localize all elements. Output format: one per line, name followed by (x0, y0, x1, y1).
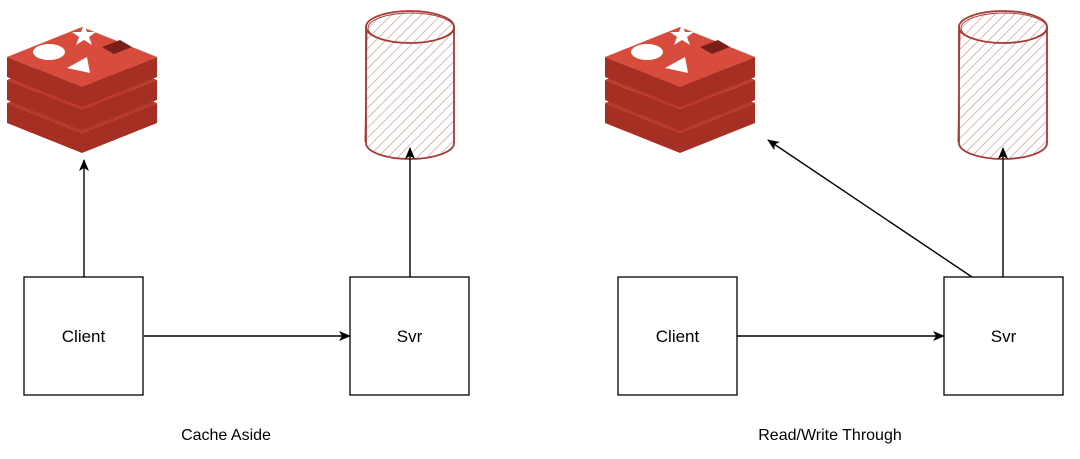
redis-icon (7, 24, 157, 153)
database-icon (957, 10, 1048, 160)
cache-aside-caption: Cache Aside (181, 427, 271, 444)
server-label: Svr (991, 327, 1017, 346)
server-node: Svr (349, 276, 470, 396)
client-label: Client (656, 327, 700, 346)
arrow-server-to-cache (767, 139, 973, 278)
database-icon (364, 10, 455, 160)
client-label: Client (62, 327, 106, 346)
server-label: Svr (397, 327, 423, 346)
client-node: Client (617, 276, 738, 396)
read-write-through-diagram: Client Svr Read/Write Through (605, 10, 1064, 444)
redis-icon (605, 24, 755, 153)
cache-aside-diagram: Client Svr Cache Aside (7, 10, 470, 444)
client-node: Client (23, 276, 144, 396)
server-node: Svr (943, 276, 1064, 396)
read-write-through-caption: Read/Write Through (758, 427, 901, 444)
